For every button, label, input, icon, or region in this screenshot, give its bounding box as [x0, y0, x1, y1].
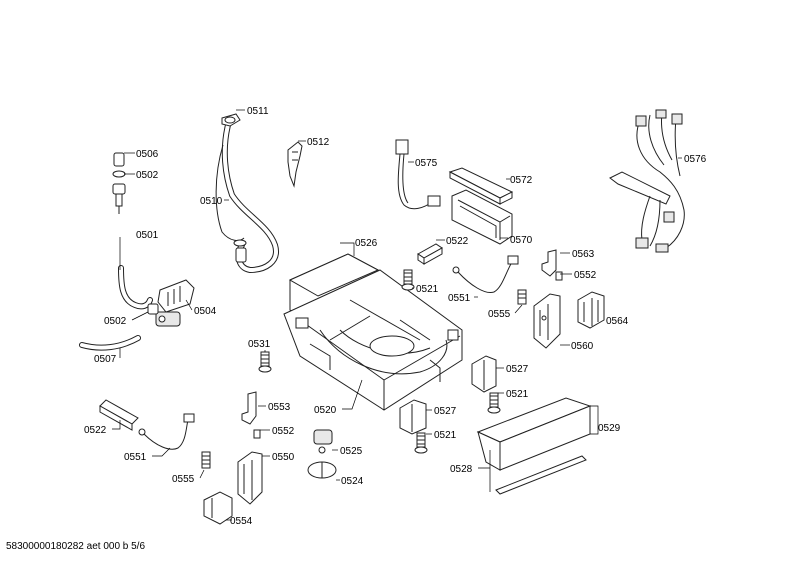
- clip-0555-lower: [201, 451, 211, 469]
- label-0527: 0527: [506, 364, 529, 375]
- bracket-0554: [203, 491, 233, 525]
- cable-0575: [395, 139, 441, 210]
- bracket-0563: [541, 249, 557, 277]
- label-0575: 0575: [415, 158, 438, 169]
- spring-0552-upper: [555, 271, 563, 281]
- screw-0531: [258, 351, 272, 373]
- label-0564: 0564: [606, 316, 629, 327]
- valve-assembly-0504: [147, 279, 195, 327]
- bracket-0553: [241, 391, 257, 425]
- label-0554: 0554: [230, 516, 253, 527]
- part-labels: 0511 0512 0506 0502 0510 0501 0502 0504 …: [84, 106, 707, 527]
- label-0551: 0551: [448, 293, 471, 304]
- label-0527: 0527: [434, 406, 457, 417]
- label-0572: 0572: [510, 175, 533, 186]
- sensor-cable-0551-lower: [138, 413, 195, 450]
- hose-0507: [79, 335, 141, 351]
- cover-0572: [448, 167, 514, 205]
- screw-0521-middle: [487, 392, 501, 414]
- label-0524: 0524: [341, 476, 364, 487]
- bracket-0550: [237, 451, 263, 505]
- label-0521: 0521: [434, 430, 457, 441]
- disc-0524: [307, 461, 337, 479]
- label-0529: 0529: [598, 423, 621, 434]
- label-0552: 0552: [272, 426, 295, 437]
- label-0512: 0512: [307, 137, 330, 148]
- label-0502: 0502: [136, 170, 159, 181]
- sensor-cable-0551-upper: [452, 255, 519, 294]
- heater-bracket-0522-upper: [417, 243, 443, 265]
- hose-clip-0511: [221, 113, 241, 127]
- drain-hose-0510: [215, 122, 279, 274]
- label-0555: 0555: [488, 309, 511, 320]
- label-0552: 0552: [574, 270, 597, 281]
- label-0576: 0576: [684, 154, 707, 165]
- label-0526: 0526: [355, 238, 378, 249]
- label-0521: 0521: [506, 389, 529, 400]
- label-0506: 0506: [136, 149, 159, 160]
- label-0553: 0553: [268, 402, 291, 413]
- label-0521: 0521: [416, 284, 439, 295]
- document-id: 58300000180282 aet 000 b 5/6: [6, 541, 146, 552]
- label-0522: 0522: [84, 425, 107, 436]
- label-0560: 0560: [571, 341, 594, 352]
- label-0570: 0570: [510, 235, 533, 246]
- label-0531: 0531: [248, 339, 271, 350]
- label-0504: 0504: [194, 306, 217, 317]
- inlet-hose-0501: [118, 265, 153, 310]
- spring-0552-lower: [253, 429, 261, 439]
- wiring-harness-0576: [609, 109, 685, 253]
- clip-0555-upper: [517, 289, 527, 305]
- heater-bracket-0522-lower: [99, 399, 139, 431]
- cover-0527-lower: [399, 399, 427, 435]
- inlet-fitting-0506: [112, 152, 126, 214]
- housing-0570: [451, 189, 513, 245]
- label-0522: 0522: [446, 236, 469, 247]
- bracket-0512: [287, 141, 303, 188]
- label-0510: 0510: [200, 196, 223, 207]
- label-0525: 0525: [340, 446, 363, 457]
- clip-0564: [577, 291, 605, 329]
- bracket-0560: [533, 293, 561, 349]
- label-0501: 0501: [136, 230, 159, 241]
- screw-0521-upper: [401, 269, 415, 291]
- label-0520: 0520: [314, 405, 337, 416]
- strip-0528: [495, 455, 587, 495]
- label-0550: 0550: [272, 452, 295, 463]
- label-0507: 0507: [94, 354, 117, 365]
- screw-0521-lower: [414, 432, 428, 454]
- base-tub-0520: [283, 253, 463, 411]
- label-0502: 0502: [104, 316, 127, 327]
- cover-0527-upper: [471, 355, 497, 393]
- label-0555: 0555: [172, 474, 195, 485]
- label-0563: 0563: [572, 249, 595, 260]
- leader-lines: [112, 109, 682, 521]
- label-0551: 0551: [124, 452, 147, 463]
- label-0511: 0511: [247, 106, 269, 117]
- label-0528: 0528: [450, 464, 473, 475]
- valve-0525: [313, 429, 333, 454]
